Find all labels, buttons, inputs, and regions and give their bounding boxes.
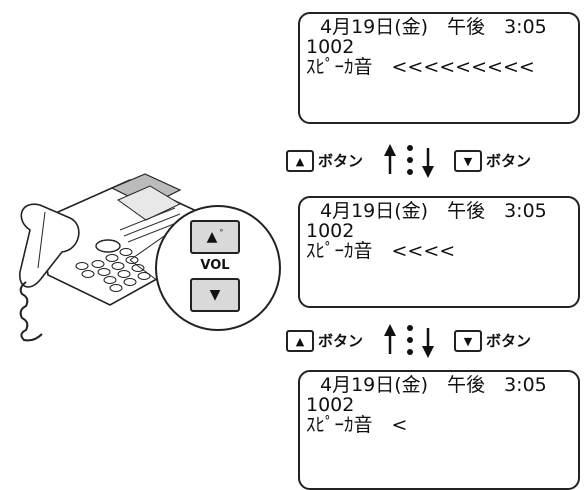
vol-down-button[interactable]: ▼ bbox=[190, 278, 240, 312]
up-down-arrows-icon bbox=[384, 144, 434, 178]
vol-up-icon: ▲ bbox=[206, 229, 218, 245]
lcd-display-3: 4月19日(金) 午後 3:05 1002 ｽﾋﾟｰｶ音 < bbox=[298, 370, 580, 490]
display-speaker-volume: ｽﾋﾟｰｶ音 <<<< bbox=[306, 240, 456, 262]
up-triangle-icon: ▲ bbox=[295, 154, 305, 168]
vol-label: VOL bbox=[200, 258, 230, 273]
up-button-symbol: ▲ bbox=[286, 330, 314, 352]
up-button-label: ボタン bbox=[318, 152, 364, 170]
lcd-display-2: 4月19日(金) 午後 3:05 1002 ｽﾋﾟｰｶ音 <<<< bbox=[298, 196, 580, 308]
display-extension: 1002 bbox=[306, 394, 355, 416]
lcd-display-1: 4月19日(金) 午後 3:05 1002 ｽﾋﾟｰｶ音 <<<<<<<<< bbox=[298, 12, 580, 124]
vol-up-dot: ° bbox=[219, 227, 224, 237]
up-button-symbol: ▲ bbox=[286, 150, 314, 172]
vol-up-button[interactable]: ▲ ° bbox=[190, 220, 240, 254]
display-extension: 1002 bbox=[306, 36, 355, 58]
down-button-symbol: ▼ bbox=[454, 150, 482, 172]
display-datetime: 4月19日(金) 午後 3:05 bbox=[320, 200, 547, 222]
down-button-label: ボタン bbox=[486, 152, 532, 170]
display-speaker-volume: ｽﾋﾟｰｶ音 <<<<<<<<< bbox=[306, 56, 535, 78]
desk-phone-icon bbox=[19, 173, 281, 342]
display-datetime: 4月19日(金) 午後 3:05 bbox=[320, 16, 547, 38]
down-triangle-icon: ▼ bbox=[463, 334, 473, 348]
display-extension: 1002 bbox=[306, 220, 355, 242]
down-triangle-icon: ▼ bbox=[463, 154, 473, 168]
up-triangle-icon: ▲ bbox=[295, 334, 305, 348]
down-button-label: ボタン bbox=[486, 332, 532, 350]
up-button-label: ボタン bbox=[318, 332, 364, 350]
nav-row-1: ▲ ボタン ▼ ボタン bbox=[286, 142, 584, 178]
nav-row-2: ▲ ボタン ▼ ボタン bbox=[286, 322, 584, 358]
phone-illustration: ▲ ° VOL ▼ bbox=[0, 160, 300, 360]
display-speaker-volume: ｽﾋﾟｰｶ音 < bbox=[306, 414, 408, 436]
down-button-symbol: ▼ bbox=[454, 330, 482, 352]
vol-down-icon: ▼ bbox=[209, 287, 221, 303]
up-down-arrows-icon bbox=[384, 324, 434, 358]
display-datetime: 4月19日(金) 午後 3:05 bbox=[320, 374, 547, 396]
